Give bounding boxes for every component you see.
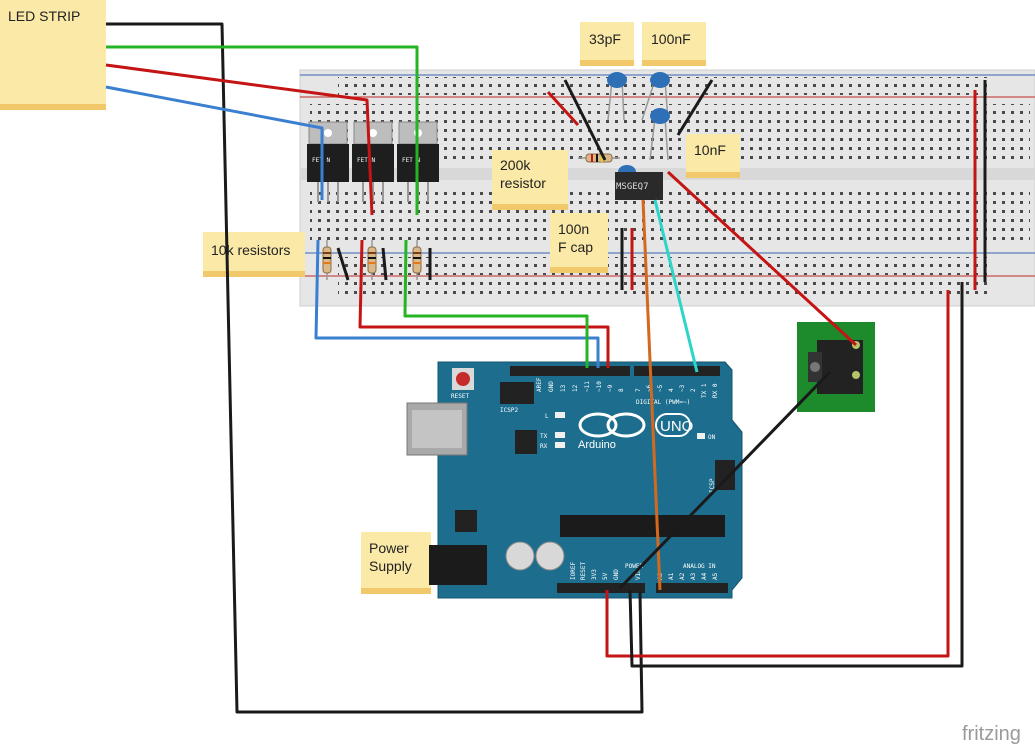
led-l-label: L [545, 413, 549, 420]
pin-12: 12 [572, 384, 579, 392]
arduino-reset-label: RESET [451, 393, 469, 400]
resistor-10k-3 [412, 240, 422, 280]
pin-13: 13 [560, 384, 567, 392]
pin-tx: TX 1 [701, 383, 708, 398]
wire-black-ground-main [106, 22, 644, 714]
note-10k-resistors: 10k resistors [203, 232, 305, 277]
note-led-strip-text: LED STRIP [8, 8, 80, 24]
note-led-strip: LED STRIP [0, 0, 106, 110]
wire-cyan-d2 [653, 199, 699, 373]
pin-7: 7 [635, 388, 642, 392]
note-100n-cap: 100n F cap [550, 213, 608, 273]
wire-green-led [106, 45, 419, 215]
jumper-black-1 [336, 247, 350, 281]
pin-ioref: IOREF [570, 562, 577, 580]
analog-header-label: ANALOG IN [683, 563, 716, 570]
arduino-uno: RESET ICSP2 AREF GND 13 12 ~11 ~10 ~9 8 … [406, 361, 743, 599]
pin-5: ~5 [657, 384, 664, 392]
led-tx-label: TX [540, 433, 548, 440]
wire-blue-led [105, 85, 324, 200]
digital-header-label: DIGITAL (PWM=~) [636, 399, 690, 406]
wire-red-5v-rail [605, 290, 950, 658]
led-rx-label: RX [540, 443, 548, 450]
power-pin-labels: IOREF RESET 3V3 5V GND VIN A0 A1 A2 A3 A… [570, 562, 719, 580]
wire-blue-pin10 [314, 239, 600, 368]
pin-11: ~11 [584, 381, 591, 392]
audio-jack [797, 322, 875, 412]
resistor-10k-1 [322, 240, 332, 280]
wire-black-gnd-rail [628, 282, 964, 668]
pin-a4: A4 [701, 572, 708, 580]
mosfet-3-label: FET N [402, 157, 420, 164]
pin-5v: 5V [602, 572, 609, 580]
pin-8: 8 [618, 388, 625, 392]
pin-3: ~3 [679, 384, 686, 392]
msgeq7-chip: MSGEQ7 [615, 172, 663, 200]
capacitor-10nf [649, 108, 670, 161]
note-100nf-text: 100nF [651, 31, 691, 47]
pin-vin: VIN [635, 569, 642, 580]
pin-a2: A2 [679, 572, 686, 580]
note-200k-line1: 200k [500, 157, 531, 173]
note-100nf: 100nF [642, 22, 706, 66]
arduino-logo-text: Arduino [578, 439, 616, 451]
pin-3v3: 3V3 [591, 569, 598, 580]
power-header-label: POWER [625, 563, 643, 570]
wire-orange-a0 [641, 199, 662, 591]
note-power-line1: Power [369, 540, 409, 556]
wire-red-chip-top [546, 90, 580, 127]
wire-red-pin9 [358, 239, 610, 368]
wire-green-pin11 [403, 239, 589, 368]
pin-a5: A5 [712, 572, 719, 580]
note-33pf-text: 33pF [589, 31, 621, 47]
mosfet-2-label: FET N [357, 157, 375, 164]
arduino-model-text: UNO [660, 418, 693, 435]
pin-gnd: GND [548, 381, 555, 392]
pin-2: 2 [690, 388, 697, 392]
note-200k-line2: resistor [500, 175, 546, 191]
note-10nf-text: 10nF [694, 142, 726, 158]
pin-rx: RX 0 [712, 383, 719, 398]
note-100n-line2: F cap [558, 239, 593, 255]
jumper-black-2 [381, 247, 388, 281]
pin-gnd2: GND [613, 569, 620, 580]
wire-black-chip-top-right [676, 79, 714, 136]
note-33pf: 33pF [580, 22, 634, 66]
pin-4: 4 [668, 388, 675, 392]
pin-6: ~6 [646, 384, 653, 392]
msgeq7-label: MSGEQ7 [616, 182, 649, 192]
resistor-10k-2 [367, 240, 377, 280]
note-100n-line1: 100n [558, 221, 589, 237]
fritzing-watermark: fritzing [962, 723, 1021, 745]
digital-pin-labels: AREF GND 13 12 ~11 ~10 ~9 8 7 ~6 ~5 4 ~3… [536, 377, 719, 398]
wire-black-chip-top-left [563, 79, 607, 161]
wire-red-jack [666, 170, 858, 347]
note-200k-resistor: 200k resistor [492, 150, 568, 210]
capacitor-33pf [607, 72, 627, 121]
pin-a1: A1 [668, 572, 675, 580]
pin-aref: AREF [536, 377, 543, 392]
pin-10: ~10 [596, 381, 603, 392]
resistor-200k [578, 153, 620, 163]
wire-black-jack-gnd [618, 370, 832, 590]
led-on-label: ON [708, 434, 716, 441]
pin-reset: RESET [580, 562, 587, 580]
note-10nf: 10nF [686, 134, 740, 178]
arduino-logo: UNO Arduino [578, 412, 693, 451]
mosfet-2: FET N [352, 121, 394, 202]
note-power-supply: Power Supply [361, 532, 431, 594]
pin-a3: A3 [690, 572, 697, 580]
pin-9: ~9 [607, 384, 614, 392]
icsp-label: ICSP [709, 478, 716, 493]
arduino-icsp2-label: ICSP2 [500, 407, 518, 414]
note-10k-text: 10k resistors [211, 242, 290, 258]
wires [105, 22, 964, 714]
wire-red-led [105, 63, 374, 216]
note-power-line2: Supply [369, 558, 412, 574]
